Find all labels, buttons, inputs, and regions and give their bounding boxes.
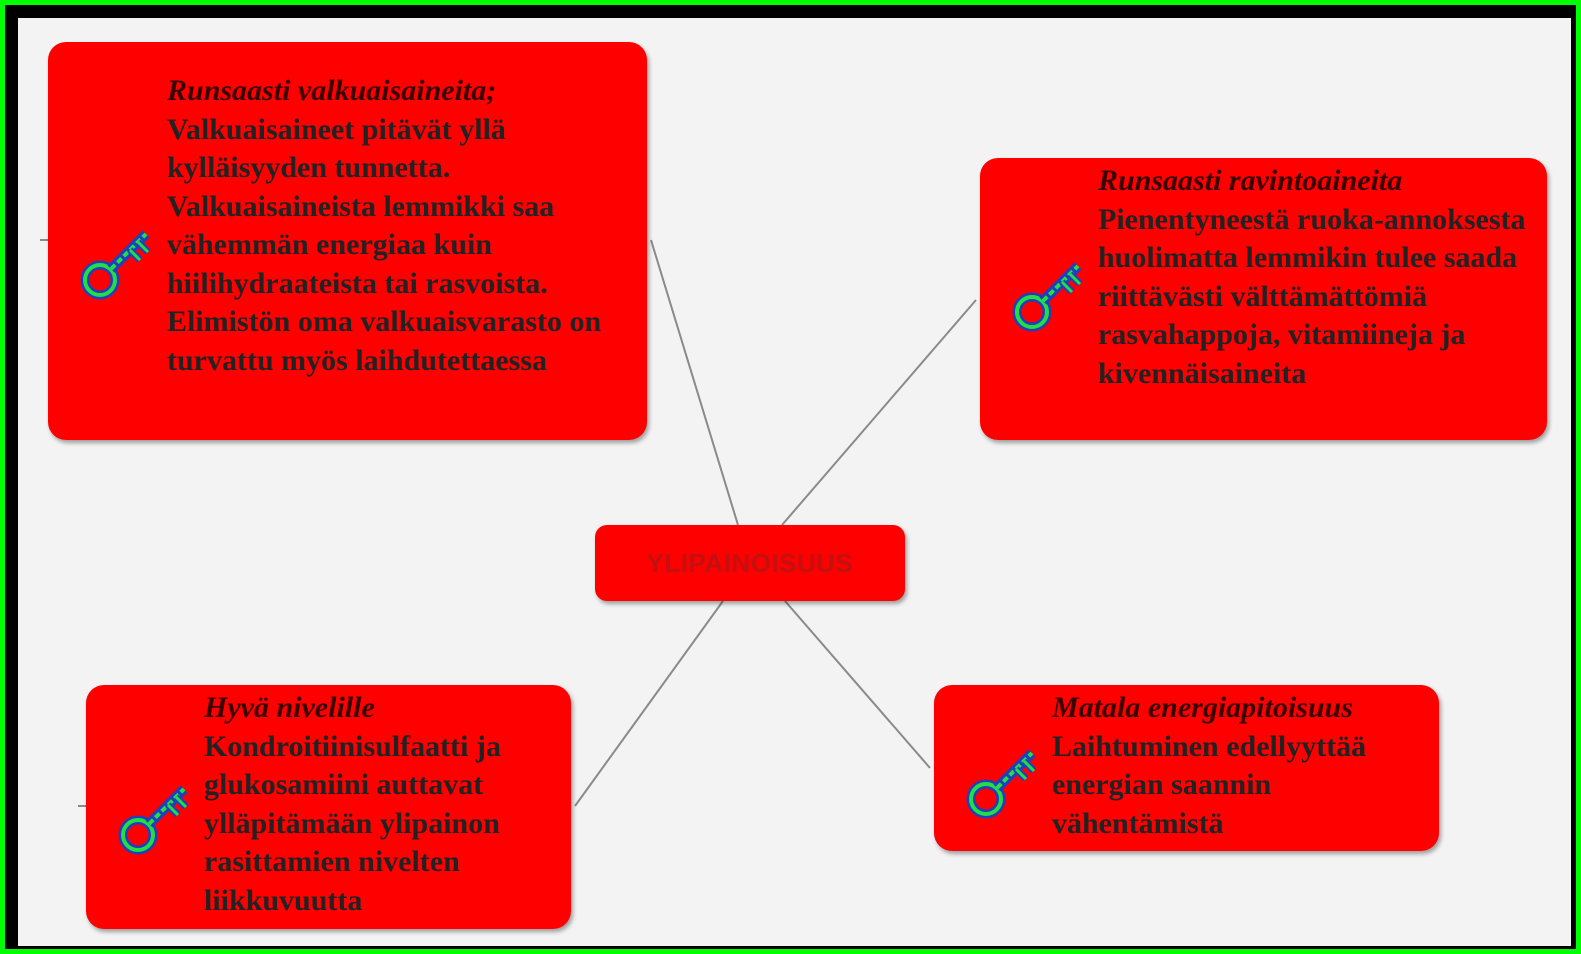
central-topic[interactable]: YLIPAINOISUUS (595, 525, 905, 601)
topic-node-nutrients[interactable]: Runsaasti ravintoaineita Pienentyneestä … (980, 158, 1547, 440)
connector-node-1 (650, 239, 739, 526)
connector-node-4 (784, 600, 931, 769)
key-icon (116, 777, 196, 857)
topic-node-text: Runsaasti valkuaisaineita; Valkuaisainee… (167, 72, 637, 380)
central-topic-label: YLIPAINOISUUS (646, 547, 854, 578)
topic-node-heading: Runsaasti ravintoaineita (1098, 164, 1403, 197)
topic-node-protein[interactable]: Runsaasti valkuaisaineita; Valkuaisainee… (48, 42, 647, 440)
key-icon (78, 222, 158, 302)
topic-node-body: Laihtuminen edellyyttää energian saannin… (1052, 729, 1367, 840)
connector-node-2 (781, 299, 977, 526)
connector-node-3 (574, 600, 724, 807)
topic-node-text: Matala energiapitoisuus Laihtuminen edel… (1052, 689, 1432, 843)
topic-node-body: Valkuaisaineet pitävät yllä kylläisyyden… (167, 112, 602, 377)
connectors (40, 239, 977, 807)
topic-node-heading: Hyvä nivelille (204, 691, 375, 724)
topic-node-body: Pienentyneestä ruoka-annoksesta huolimat… (1098, 202, 1526, 390)
key-icon (1010, 254, 1090, 334)
topic-node-text: Hyvä nivelille Kondroitiinisulfaatti ja … (204, 689, 564, 920)
topic-node-heading: Matala energiapitoisuus (1052, 691, 1353, 724)
key-icon (964, 741, 1044, 821)
mind-map-canvas: YLIPAINOISUUS Runsaasti valkuaisaineita; (18, 18, 1571, 946)
topic-node-energy[interactable]: Matala energiapitoisuus Laihtuminen edel… (934, 685, 1439, 851)
topic-node-joints[interactable]: Hyvä nivelille Kondroitiinisulfaatti ja … (86, 685, 571, 929)
topic-node-body: Kondroitiinisulfaatti ja glukosamiini au… (204, 729, 501, 917)
topic-node-heading: Runsaasti valkuaisaineita; (167, 74, 497, 107)
topic-node-text: Runsaasti ravintoaineita Pienentyneestä … (1098, 162, 1538, 393)
